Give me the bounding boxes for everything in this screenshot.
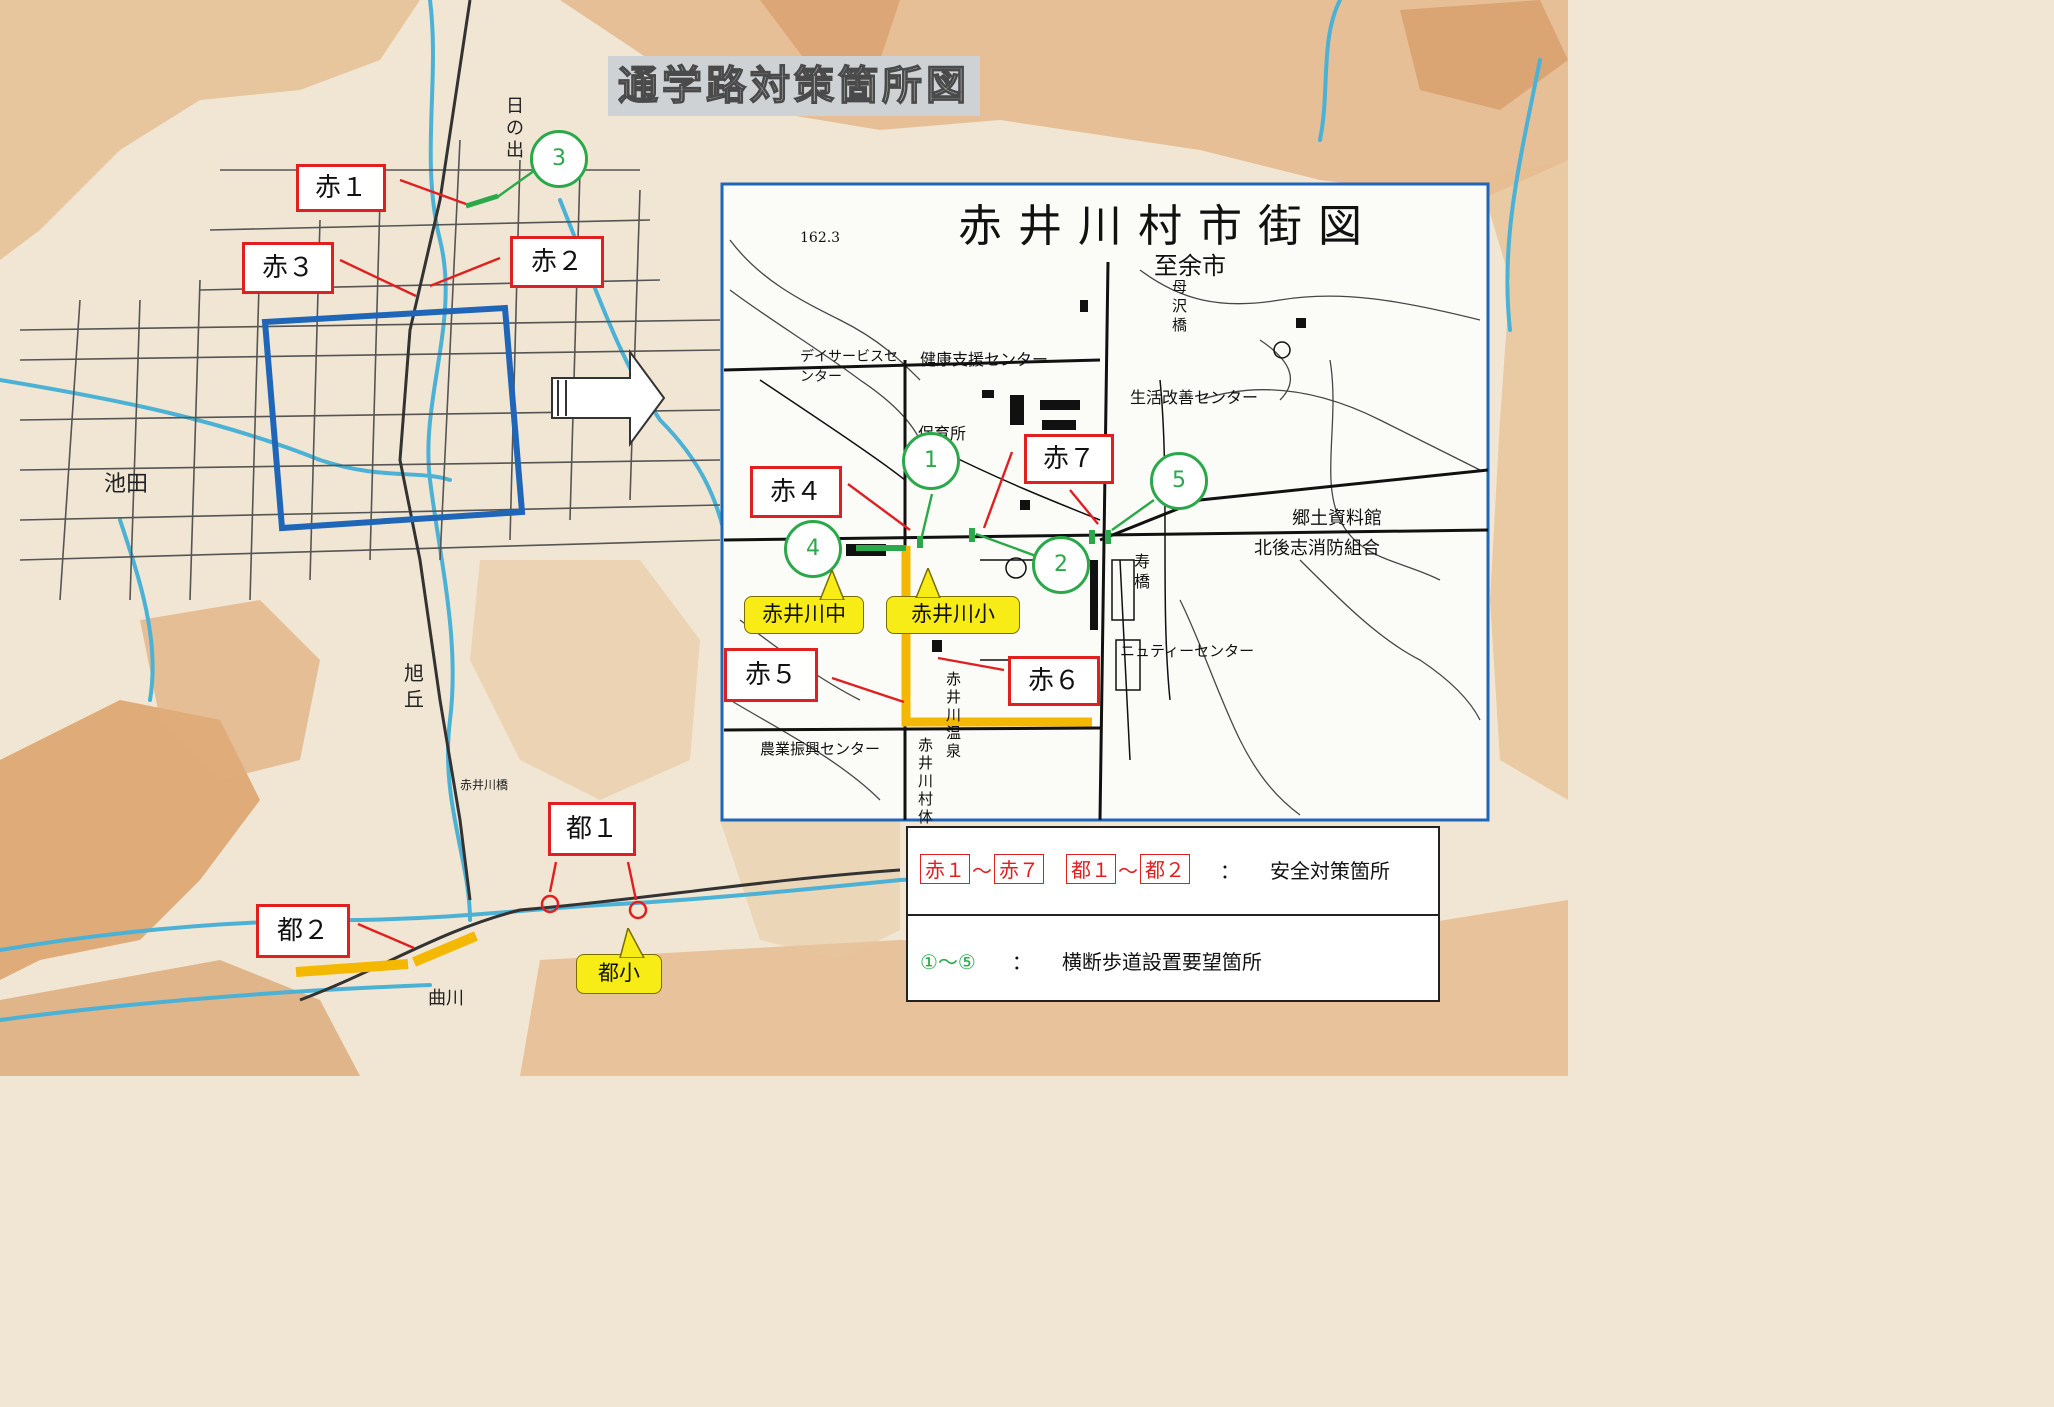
- school-miyako-sho-pointer: [619, 928, 645, 958]
- school-akaigawa-chu: 赤井川中: [744, 596, 864, 634]
- label-miya2: 都２: [256, 904, 350, 958]
- legend-miya-end: 都２: [1140, 854, 1190, 884]
- legend-divider: [908, 914, 1438, 916]
- label-aka4: 赤４: [750, 466, 842, 518]
- legend-safety-desc: 安全対策箇所: [1270, 858, 1390, 883]
- marker-crossing-4: 4: [784, 520, 842, 578]
- inset-arrow-icon: [551, 348, 666, 448]
- map-legend: 赤１ 〜 赤７ 都１ 〜 都２ ： 安全対策箇所 ①〜⑤ ： 横断歩道設置要望箇…: [906, 826, 1440, 1002]
- hahazawa-label: 母沢橋: [1172, 278, 1188, 334]
- school-miyako-sho: 都小: [576, 954, 662, 994]
- shobo-label: 北後志消防組合: [1254, 538, 1380, 559]
- place-asahi: 旭丘: [404, 661, 424, 711]
- onsen-label: 赤井川温泉: [946, 670, 962, 760]
- red-leaders: [339, 178, 1099, 950]
- legend-crossing-marks: ①〜⑤: [920, 950, 976, 974]
- miyako-point-2: [628, 900, 648, 920]
- inset-map: [720, 182, 1490, 822]
- legend-aka-start: 赤１: [920, 854, 970, 884]
- map-stage: 通学路対策箇所図 赤井川村市街図 至余市 162.3 保育所 健康支援センター …: [0, 0, 1568, 1076]
- marker-crossing-1: 1: [902, 432, 960, 490]
- legend-tilde-2: 〜: [1118, 858, 1138, 883]
- school-akaigawa-sho: 赤井川小: [886, 596, 1020, 634]
- legend-colon-2: ：: [1011, 950, 1032, 974]
- kyodo-label: 郷土資料館: [1292, 508, 1382, 529]
- label-aka6: 赤６: [1008, 656, 1100, 706]
- school-akaigawa-sho-pointer: [915, 568, 941, 598]
- label-aka2: 赤２: [510, 236, 604, 288]
- marker-crossing-5: 5: [1150, 452, 1208, 510]
- legend-tilde-1: 〜: [972, 858, 992, 883]
- label-aka1: 赤１: [296, 164, 386, 212]
- to-yoichi-label: 至余市: [1154, 252, 1226, 280]
- label-aka7: 赤７: [1024, 434, 1114, 484]
- place-hinode: 日の出: [506, 96, 524, 161]
- place-ikeda: 池田: [104, 472, 149, 497]
- legend-colon-1: ：: [1220, 858, 1240, 883]
- kenko-label: 健康支援センター: [920, 350, 1049, 369]
- label-miya1: 都１: [548, 802, 636, 856]
- community-label: ニュティーセンター: [1120, 642, 1255, 660]
- legend-row-safety: 赤１ 〜 赤７ 都１ 〜 都２ ： 安全対策箇所: [908, 854, 1450, 884]
- legend-miya-start: 都１: [1066, 854, 1116, 884]
- inset-title: 赤井川村市街図: [958, 201, 1378, 252]
- elevation-label: 162.3: [800, 230, 841, 246]
- place-akaigawa-bashi: 赤井川橋: [460, 778, 509, 792]
- miyako-route: [295, 931, 478, 977]
- label-aka5: 赤５: [724, 648, 818, 702]
- dayservice-label: デイサービスセンター: [800, 349, 898, 385]
- marker-crossing-2: 2: [1032, 536, 1090, 594]
- legend-crossing-desc: 横断歩道設置要望箇所: [1061, 950, 1262, 974]
- kotobuki-label: 寿橋: [1134, 552, 1151, 591]
- nogyo-label: 農業振興センター: [760, 740, 881, 758]
- label-aka3: 赤３: [242, 242, 334, 294]
- school-akaigawa-chu-pointer: [819, 570, 845, 600]
- legend-aka-end: 赤７: [994, 854, 1044, 884]
- legend-row-crossing: ①〜⑤ ： 横断歩道設置要望箇所: [908, 946, 1450, 975]
- marker-crossing-3: 3: [530, 130, 588, 188]
- seikatsu-label: 生活改善センター: [1130, 388, 1259, 407]
- map-title: 通学路対策箇所図: [608, 56, 980, 116]
- river-layer: [0, 0, 1542, 1022]
- focus-frame: [261, 304, 526, 532]
- place-magarikawa: 曲川: [428, 988, 464, 1009]
- miyako-point-1: [540, 894, 560, 914]
